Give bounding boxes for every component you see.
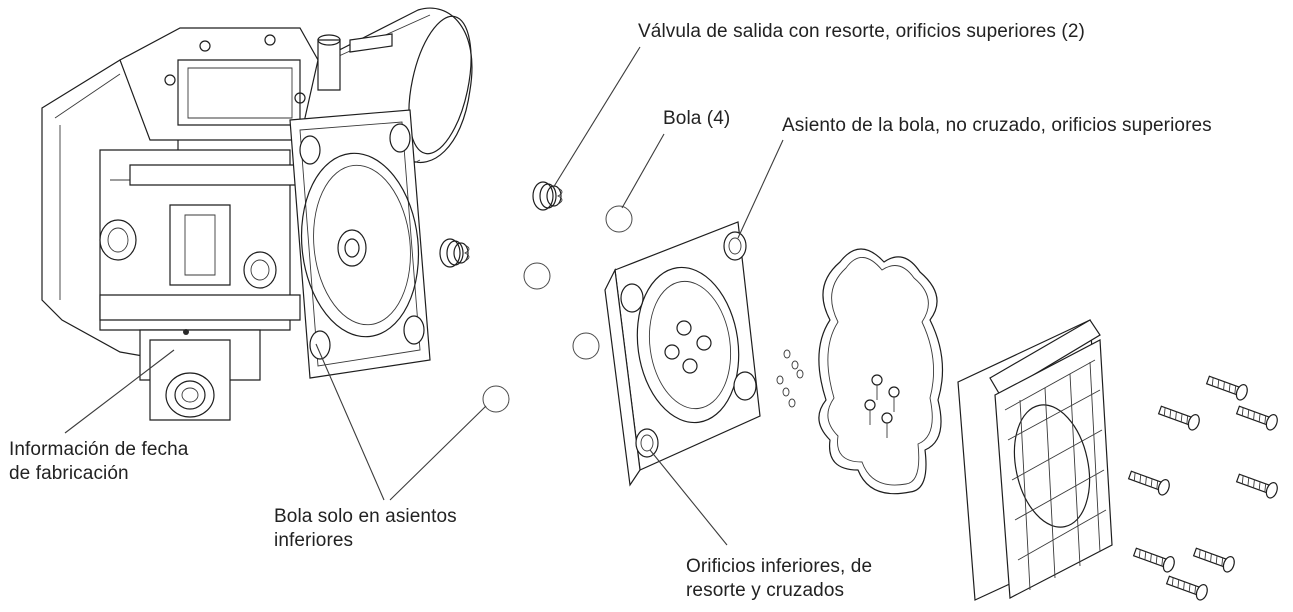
- leader-date-info: [64, 349, 175, 434]
- pump-body: [41, 27, 431, 421]
- label-date-info-line2: de fabricación: [9, 463, 129, 484]
- label-ball-seat: Asiento de la bola, no cruzado, orificio…: [782, 114, 1212, 138]
- small-o-rings: [776, 349, 804, 408]
- label-ball-lower: Bola solo en asientos inferiores: [274, 505, 457, 553]
- leader-ball-seat: [737, 139, 784, 239]
- leader-ball: [621, 133, 665, 209]
- leader-lines: [64, 46, 784, 546]
- label-lower-ports-line1: Orificios inferiores, de: [686, 556, 873, 577]
- leader-ball-lower-a: [315, 343, 385, 501]
- leader-outlet-valve: [552, 46, 641, 189]
- leader-lower-ports: [649, 449, 728, 546]
- outer-cover: [957, 319, 1113, 601]
- label-ball-count-text: Bola (4): [663, 108, 731, 129]
- leader-ball-lower-b: [389, 405, 487, 501]
- label-ball-lower-line2: inferiores: [274, 530, 354, 551]
- spring-valve-lower: [439, 238, 470, 268]
- screws: [1127, 375, 1278, 601]
- label-outlet-valve-text: Válvula de salida con resorte, orificios…: [638, 21, 1085, 42]
- valve-seat-plate: [604, 221, 761, 487]
- label-date-info-line1: Información de fecha: [9, 439, 189, 460]
- label-ball-count: Bola (4): [663, 107, 730, 131]
- label-ball-lower-line1: Bola solo en asientos: [274, 506, 457, 527]
- balls: [482, 205, 633, 413]
- label-ball-seat-text: Asiento de la bola, no cruzado, orificio…: [782, 115, 1212, 136]
- label-lower-ports-line2: resorte y cruzados: [686, 580, 845, 601]
- spring-valve-upper: [532, 181, 563, 211]
- label-outlet-valve: Válvula de salida con resorte, orificios…: [638, 20, 1085, 44]
- label-lower-ports: Orificios inferiores, de resorte y cruza…: [686, 555, 872, 603]
- label-date-info: Información de fecha de fabricación: [9, 438, 188, 486]
- diaphragm-gasket: [818, 248, 944, 495]
